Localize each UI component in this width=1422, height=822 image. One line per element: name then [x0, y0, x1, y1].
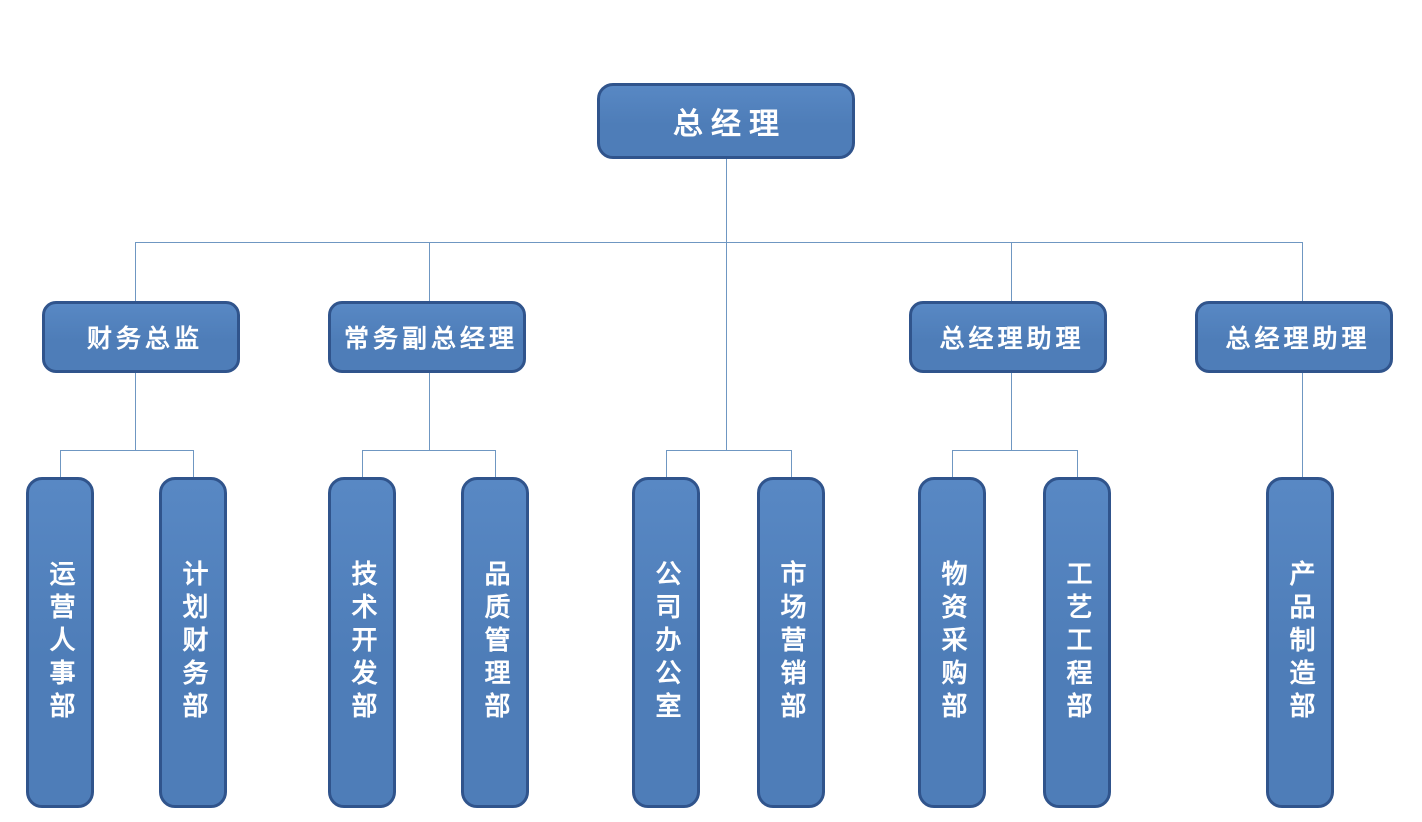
org-node-label: 总经理助理 — [1225, 324, 1371, 353]
org-node-label: 物资采购部 — [937, 560, 967, 725]
org-node-gm-assistant-1: 总经理助理 — [909, 301, 1107, 373]
connector-drop — [495, 450, 496, 477]
connector-trunk — [1302, 373, 1303, 477]
org-node-dept-tech-development: 技术开发部 — [328, 477, 396, 808]
org-node-gm-assistant-2: 总经理助理 — [1195, 301, 1393, 373]
connector-drop — [135, 242, 136, 301]
connector-drop — [60, 450, 61, 477]
org-node-finance-director: 财务总监 — [42, 301, 240, 373]
org-node-label: 品质管理部 — [480, 560, 510, 725]
org-node-dept-materials-procurement: 物资采购部 — [918, 477, 986, 808]
connector-trunk — [135, 373, 136, 450]
connector-drop — [362, 450, 363, 477]
org-node-label: 技术开发部 — [347, 560, 377, 725]
connector-drop — [1302, 242, 1303, 301]
org-node-dept-process-engineering: 工艺工程部 — [1043, 477, 1111, 808]
org-node-label: 总经理助理 — [939, 324, 1085, 353]
org-node-label: 计划财务部 — [178, 560, 208, 725]
org-node-dept-planning-finance: 计划财务部 — [159, 477, 227, 808]
org-node-dept-quality-management: 品质管理部 — [461, 477, 529, 808]
org-node-dept-operations-hr: 运营人事部 — [26, 477, 94, 808]
connector-drop — [429, 242, 430, 301]
org-node-label: 产品制造部 — [1285, 560, 1315, 725]
connector-trunk — [1011, 373, 1012, 450]
org-node-label: 常务副总经理 — [343, 324, 518, 353]
connector-drop — [1011, 242, 1012, 301]
org-node-label: 市场营销部 — [776, 560, 806, 725]
connector-trunk — [429, 373, 430, 450]
org-node-general-manager: 总经理 — [597, 83, 855, 159]
org-node-executive-deputy-gm: 常务副总经理 — [328, 301, 526, 373]
connector-branch — [362, 450, 495, 451]
org-node-label: 财务总监 — [86, 324, 203, 353]
org-node-dept-marketing: 市场营销部 — [757, 477, 825, 808]
connector-root-trunk — [726, 159, 727, 450]
connector-drop — [193, 450, 194, 477]
connector-branch — [60, 450, 193, 451]
connector-drop — [791, 450, 792, 477]
connector-bus — [135, 242, 1303, 243]
org-node-dept-product-manufacturing: 产品制造部 — [1266, 477, 1334, 808]
org-node-label: 运营人事部 — [45, 560, 75, 725]
connector-branch — [952, 450, 1077, 451]
org-node-label: 工艺工程部 — [1062, 560, 1092, 725]
connector-drop — [952, 450, 953, 477]
org-node-label: 公司办公室 — [651, 560, 681, 725]
org-node-label: 总经理 — [673, 107, 787, 142]
connector-drop — [1077, 450, 1078, 477]
org-node-dept-company-office: 公司办公室 — [632, 477, 700, 808]
connector-drop — [666, 450, 667, 477]
connector-branch — [666, 450, 791, 451]
